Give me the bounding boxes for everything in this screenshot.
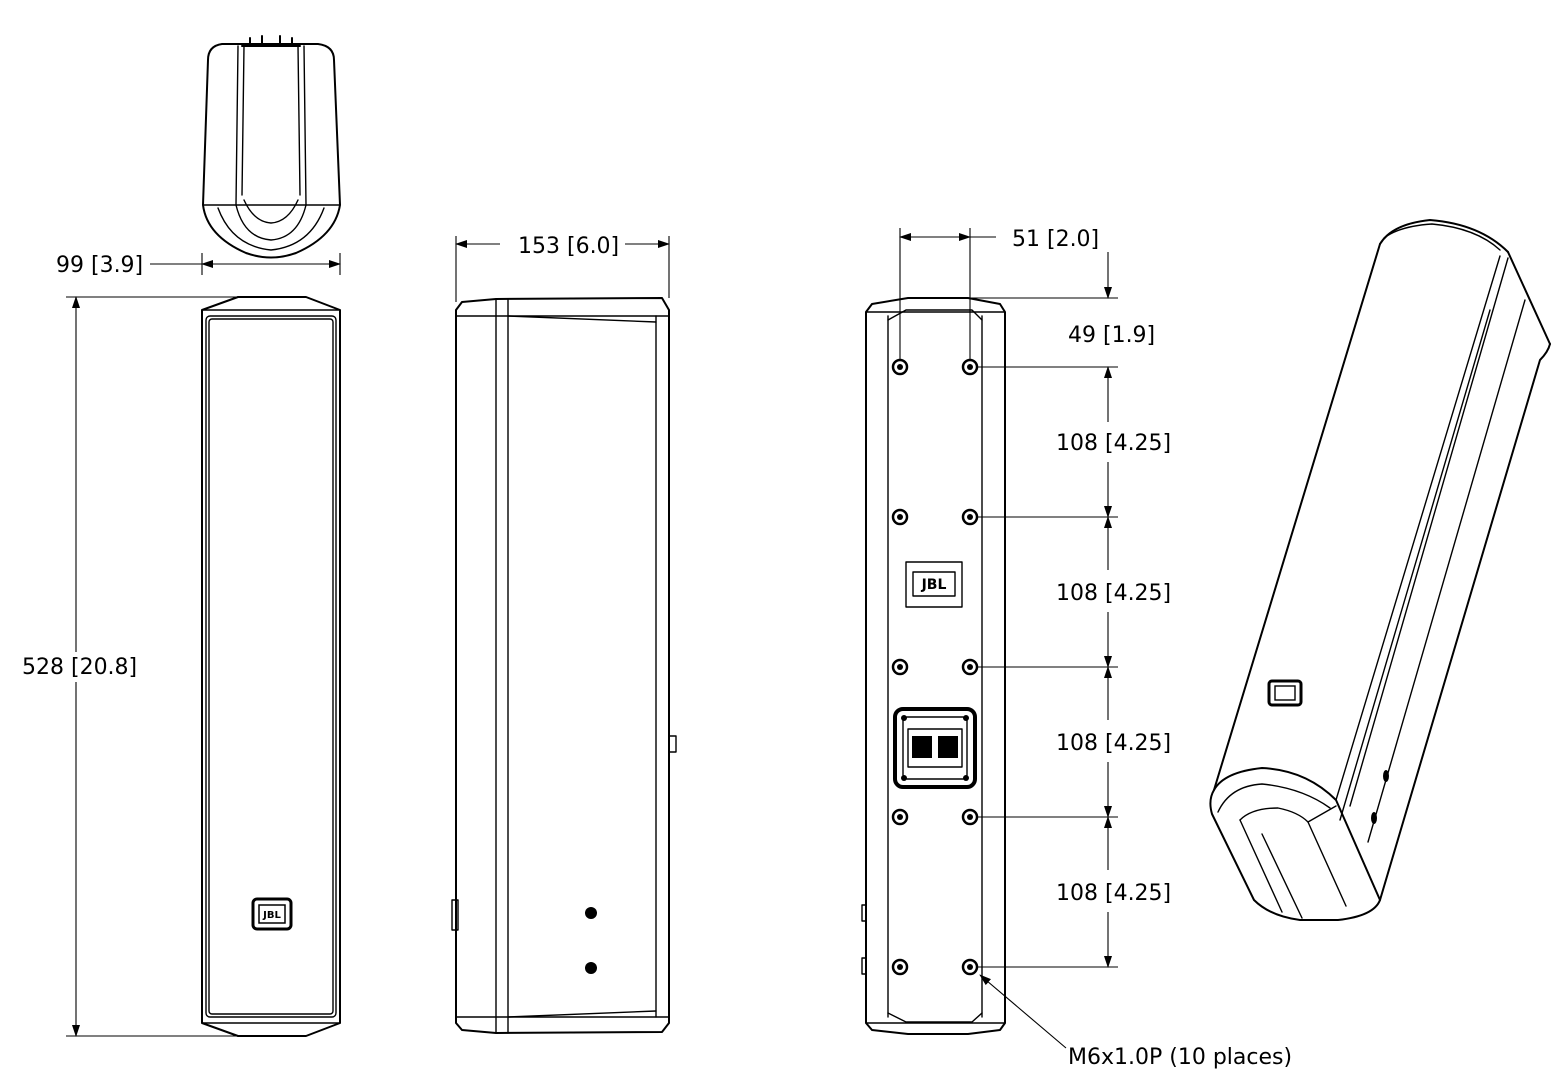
threaded-hole bbox=[891, 658, 909, 676]
top-view bbox=[202, 35, 341, 259]
threaded-hole bbox=[961, 658, 979, 676]
depth-dimension: 153 [6.0] bbox=[455, 234, 670, 302]
jbl-logo-plate-icon: JBL bbox=[905, 561, 963, 608]
svg-text:JBL: JBL bbox=[262, 910, 281, 921]
top-offset-label: 49 [1.9] bbox=[1068, 323, 1155, 348]
jbl-logo-icon: JBL bbox=[251, 897, 293, 931]
thread-callout-label: M6x1.0P (10 places) bbox=[1068, 1045, 1292, 1070]
thread-callout: M6x1.0P (10 places) bbox=[979, 974, 1292, 1070]
depth-dimension-label: 153 [6.0] bbox=[518, 234, 619, 259]
isometric-view bbox=[1209, 219, 1551, 921]
threaded-hole bbox=[891, 958, 909, 976]
threaded-hole bbox=[961, 958, 979, 976]
height-dimension: 528 [20.8] bbox=[22, 296, 238, 1037]
mount-hole bbox=[585, 962, 597, 974]
isometric-bottom-cap bbox=[1209, 767, 1381, 921]
mount-hole bbox=[1371, 812, 1377, 824]
hole-spacing-dimension: 51 [2.0] bbox=[899, 227, 1099, 360]
side-view bbox=[451, 297, 677, 1034]
jbl-logo-icon bbox=[1267, 679, 1303, 707]
input-terminal-icon bbox=[893, 707, 977, 789]
pitch-label: 108 [4.25] bbox=[1056, 731, 1171, 756]
threaded-mounting-holes bbox=[891, 358, 979, 976]
mount-hole bbox=[585, 907, 597, 919]
threaded-hole bbox=[961, 358, 979, 376]
pitch-label: 108 [4.25] bbox=[1056, 581, 1171, 606]
hole-spacing-label: 51 [2.0] bbox=[1012, 227, 1099, 252]
mount-hole bbox=[1383, 770, 1389, 782]
threaded-hole bbox=[961, 508, 979, 526]
width-dimension: 99 [3.9] bbox=[56, 253, 341, 278]
threaded-hole bbox=[891, 358, 909, 376]
width-dimension-label: 99 [3.9] bbox=[56, 253, 143, 278]
pitch-label: 108 [4.25] bbox=[1056, 881, 1171, 906]
vertical-pitch-dimensions: 49 [1.9] 108 [4.25] 108 [4.25] 108 [4.25… bbox=[968, 252, 1171, 968]
threaded-hole bbox=[891, 508, 909, 526]
front-view: JBL bbox=[201, 296, 341, 1037]
rear-view: JBL bbox=[861, 297, 1006, 1035]
threaded-hole bbox=[891, 808, 909, 826]
threaded-hole bbox=[961, 808, 979, 826]
rear-view-outline bbox=[865, 297, 1006, 1035]
pitch-label: 108 [4.25] bbox=[1056, 431, 1171, 456]
svg-text:JBL: JBL bbox=[921, 577, 947, 593]
side-view-outline bbox=[455, 297, 670, 1034]
height-dimension-label: 528 [20.8] bbox=[22, 655, 137, 680]
top-view-outline bbox=[202, 43, 341, 259]
